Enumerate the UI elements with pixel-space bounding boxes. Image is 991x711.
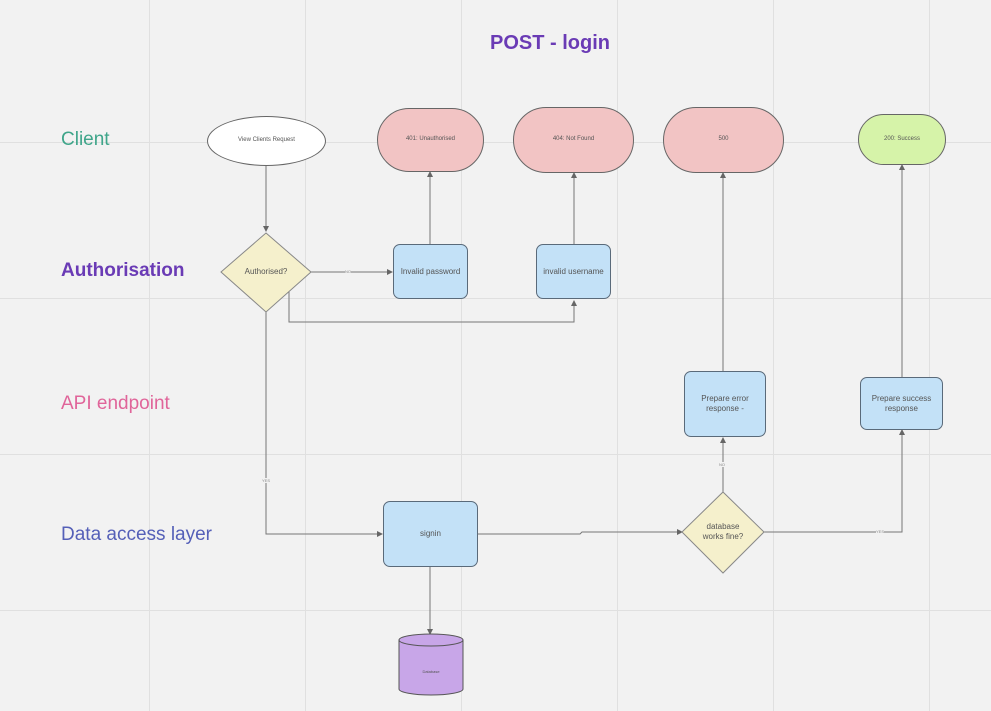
server-error-500-node: 500 xyxy=(663,107,784,173)
invalid-username-node: invalid username xyxy=(536,244,611,299)
authorised-label: Authorised? xyxy=(244,267,288,276)
signin-node: signin xyxy=(383,501,478,567)
not-found-404-node: 404: Not Found xyxy=(513,107,634,173)
edge-label-db-no: NO xyxy=(719,462,725,467)
unauthorised-401-node: 401: Unauthorised xyxy=(377,108,484,172)
edge-signin-to-database-check xyxy=(478,529,683,535)
diagram-title: POST - login xyxy=(490,32,610,54)
success-200-node: 200: Success xyxy=(858,114,946,165)
lane-label-client: Client xyxy=(61,129,110,150)
database-works-decision xyxy=(681,491,765,574)
edge-authorised-to-invalid-username xyxy=(288,292,577,323)
edge-label-auth-no: NO xyxy=(345,269,351,274)
database-cylinder xyxy=(398,633,464,696)
invalid-password-node: Invalid password xyxy=(393,244,468,299)
prepare-success-response-node: Prepare success response xyxy=(860,377,943,430)
lane-label-data-access-layer: Data access layer xyxy=(61,524,213,545)
lane-label-authorisation: Authorisation xyxy=(61,260,185,281)
view-clients-request-node: View Clients Request xyxy=(207,116,326,166)
edge-label-db-yes: YES xyxy=(876,529,885,534)
edge-label-auth-yes: YES xyxy=(262,478,271,483)
lane-label-api-endpoint: API endpoint xyxy=(61,393,170,414)
authorised-decision xyxy=(220,232,312,313)
database-label: Database xyxy=(422,668,440,674)
edge-authorised-to-signin xyxy=(265,312,383,537)
database-works-fine-label: database works fine? xyxy=(702,522,744,541)
edge-database-check-to-prepare-success xyxy=(764,429,905,533)
prepare-error-response-node: Prepare error response - xyxy=(684,371,766,437)
